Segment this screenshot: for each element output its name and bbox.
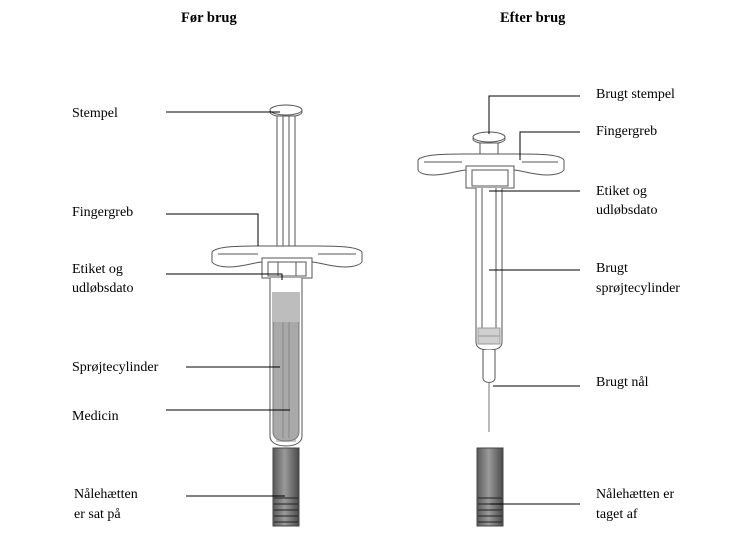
after-use-title: Efter brug [500, 10, 566, 26]
label-used-barrel-line2: sprøjtecylinder [596, 281, 680, 296]
label-label-expiry-after-line1: Etiket og [596, 184, 647, 199]
label-cap-off-line1: Nålehætten er [596, 487, 675, 502]
needle-cap-off [476, 447, 504, 527]
label-medicine: Medicin [72, 409, 119, 424]
barrel-after [475, 188, 503, 383]
plunger-before [269, 104, 303, 257]
label-label-expiry-after-line2: udløbsdato [596, 203, 658, 218]
label-used-needle: Brugt nål [596, 375, 649, 390]
leader-finger-grip [166, 213, 259, 246]
leader-finger-grip-after [519, 131, 580, 160]
label-used-plunger: Brugt stempel [596, 87, 675, 102]
before-use-title: Før brug [181, 10, 237, 26]
leader-lines [166, 95, 580, 505]
syringe-before-use [211, 104, 363, 527]
barrel-before [269, 278, 303, 447]
label-label-expiry-line1: Etiket og [72, 262, 123, 277]
label-used-barrel-line1: Brugt [596, 261, 628, 276]
label-barrel: Sprøjtecylinder [72, 360, 159, 375]
label-label-expiry-line2: udløbsdato [72, 281, 134, 296]
finger-grip-after [417, 153, 565, 189]
label-cap-on-line1: Nålehætten [74, 487, 138, 502]
needle-cap-on [272, 447, 300, 527]
label-plunger: Stempel [72, 106, 118, 121]
syringe-after-use [417, 131, 565, 527]
leader-used-plunger [488, 95, 580, 134]
label-cap-on-line2: er sat på [74, 507, 121, 522]
label-cap-off-line2: taget af [596, 507, 638, 522]
label-finger-grip: Fingergreb [72, 205, 134, 220]
leader-label-expiry-before [166, 273, 283, 280]
finger-grip-before [211, 245, 363, 279]
label-finger-grip-after: Fingergreb [596, 124, 658, 139]
